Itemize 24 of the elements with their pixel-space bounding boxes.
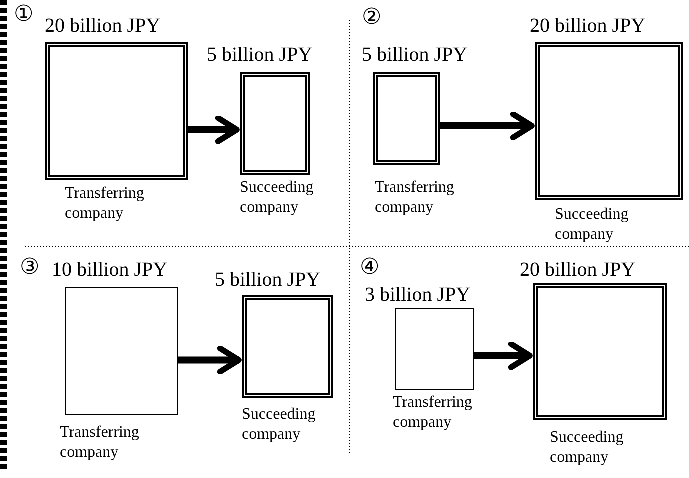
panel-number: ③ [20,255,40,279]
amount-label: 5 billion JPY [362,43,468,67]
panel-number: ④ [360,255,380,279]
company-label: Transferring company [375,178,456,218]
amount-label: 10 billion JPY [52,258,168,282]
company-label: Succeeding company [550,428,625,468]
panel-number: ② [362,5,382,29]
amount-label: 3 billion JPY [365,283,471,307]
company-label: Transferring company [60,423,140,463]
company-label: Transferring company [393,393,474,433]
company-label: Succeeding company [555,205,630,245]
arrow [440,111,535,141]
panel-number: ① [14,2,34,26]
company-label: Succeeding company [242,405,317,445]
arrow [474,341,533,370]
arrow [178,346,242,375]
company-label: Transferring company [65,184,146,224]
company-label: Succeeding company [240,178,315,218]
amount-label: 5 billion JPY [207,43,313,67]
arrow [188,115,240,144]
amount-label: 5 billion JPY [215,268,321,292]
amount-label: 20 billion JPY [520,258,636,282]
amount-label: 20 billion JPY [530,14,646,38]
amount-label: 20 billion JPY [45,14,161,38]
